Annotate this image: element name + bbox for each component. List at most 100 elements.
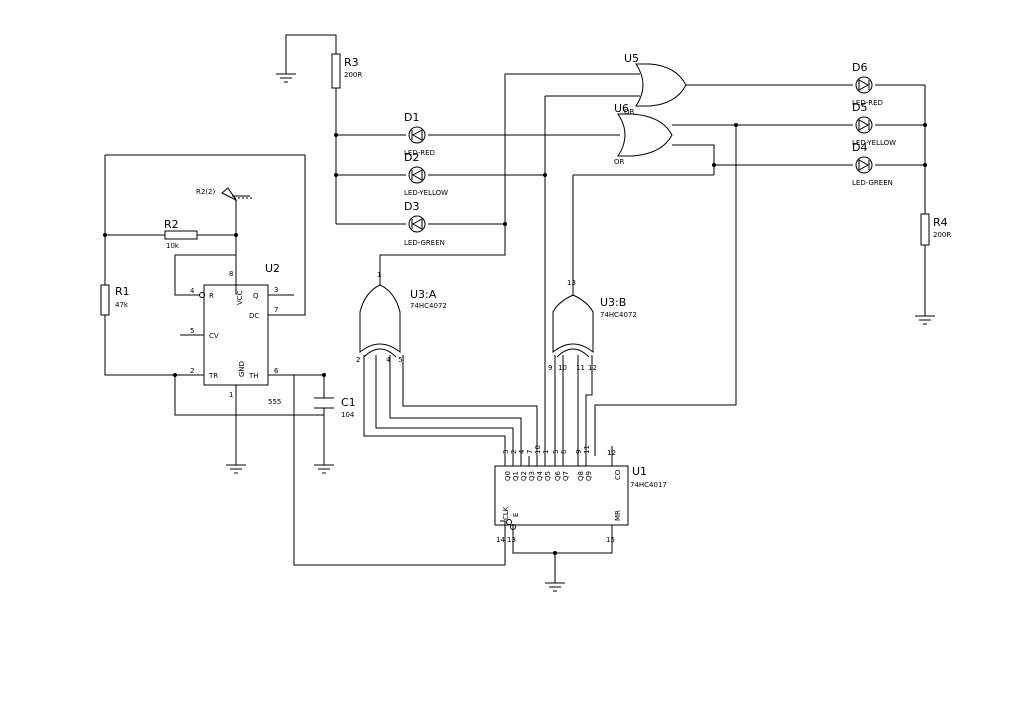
d6-ref: D6 [852,61,867,74]
u6-value: OR [614,158,625,166]
u2-pinnum-8: 8 [229,270,233,278]
resistor-r3[interactable]: R3 200R [331,53,362,89]
u2-pin-vcc: VCC [236,290,244,305]
d1-ref: D1 [404,111,419,124]
d5-ref: D5 [852,101,867,114]
u1-output-label: Q7 [562,471,570,481]
d6-value: LED-RED [852,99,883,107]
u2-pin-th: TH [248,372,259,380]
ic-u2-555[interactable]: U2 555 R VCC Q DC CV TR GND TH 4 8 3 7 5… [180,262,294,406]
u2-pinnum-7: 7 [274,306,278,314]
d3-value: LED-GREEN [404,239,445,247]
u3b-pin-in4: 12 [588,364,597,372]
u3b-pin-out: 13 [567,279,576,287]
u2-pin-q: Q [253,292,259,300]
u1-value: 74HC4017 [630,481,667,489]
u3a-pin-in3: 4 [386,356,391,364]
u1-output-pin-number: 3 [502,450,510,454]
u3a-pin-in1: 2 [356,356,360,364]
u3b-ref: U3:B [600,296,626,309]
u1-output-pin-number: 6 [560,449,568,454]
ground-r3 [276,73,296,83]
u1-output-pin-number: 11 [583,445,591,454]
r2-value: 10k [166,242,180,250]
ground-r4 [915,315,935,325]
resistor-r4[interactable]: R4 200R [920,213,951,246]
ic-u1-4017[interactable]: U1 74HC4017 Q03Q12Q24Q37Q410Q51Q65Q76Q89… [494,445,667,544]
u1-e-label: E [512,513,520,517]
wires [104,34,926,583]
led-d1[interactable]: D1 LED-RED [404,111,435,157]
u2-pin-cv: CV [209,332,219,340]
r3-ref: R3 [344,56,359,69]
u1-output-label: Q4 [536,470,544,481]
u2-pin-r: R [209,292,214,300]
u3b-value: 74HC4072 [600,311,637,319]
u3b-pin-in2: 10 [558,364,567,372]
u1-co-label: CO [614,469,622,480]
u2-ref: U2 [265,262,280,275]
led-d4[interactable]: D4 LED-GREEN [852,141,893,187]
u1-output-pin-number: 4 [518,449,526,454]
led-d2[interactable]: D2 LED-YELLOW [404,151,448,197]
r4-value: 200R [933,231,951,239]
voltage-probe[interactable]: R2(2) [196,187,252,202]
ground-symbols [226,73,935,592]
u1-clk-label: CLK [502,506,510,520]
resistor-r2[interactable]: R2 10k [164,218,198,250]
u1-mr-label: MR [614,510,622,521]
u2-value: 555 [268,398,281,406]
u3a-pin-out: 1 [377,271,381,279]
u1-mr-pin: 15 [606,536,615,544]
u5-ref: U5 [624,52,639,65]
u2-pin-gnd: GND [238,361,246,377]
u1-output-label: Q3 [528,471,536,481]
u1-output-pin-number: 9 [575,450,583,454]
capacitor-c1[interactable]: C1 104 [314,396,356,419]
u1-clk-pin: 14 [496,536,505,544]
ground-u1 [545,582,565,592]
ground-c1 [314,464,334,474]
ground-555 [226,464,246,474]
junctions [103,123,927,555]
u2-pinnum-2: 2 [190,367,194,375]
led-d3[interactable]: D3 LED-GREEN [404,200,445,247]
u2-pinnum-6: 6 [274,367,279,375]
d2-ref: D2 [404,151,419,164]
or-gate-u3a[interactable]: U3:A 74HC4072 1 2 4 5 [356,271,447,364]
d5-value: LED-YELLOW [852,139,896,147]
u2-pinnum-3: 3 [274,286,278,294]
or-gate-u5[interactable]: U5 OR [624,52,687,116]
u1-ref: U1 [632,465,647,478]
u2-pinnum-5: 5 [190,327,194,335]
d3-ref: D3 [404,200,419,213]
led-d6[interactable]: D6 LED-RED [852,61,883,107]
r3-value: 200R [344,71,362,79]
r2-ref: R2 [164,218,179,231]
u1-output-pin-number: 1 [542,450,550,454]
u6-ref: U6 [614,102,629,115]
u1-e-pin: 13 [507,536,516,544]
c1-value: 104 [341,411,355,419]
u5-value: OR [624,108,635,116]
d4-value: LED-GREEN [852,179,893,187]
or-gate-u3b[interactable]: U3:B 74HC4072 13 9 10 11 12 [548,279,637,372]
u1-output-label: Q8 [577,471,585,481]
r4-ref: R4 [933,216,948,229]
u2-pinnum-4: 4 [190,287,195,295]
u1-output-pin-number: 2 [510,450,518,454]
u2-pin-dc: DC [249,312,259,320]
r1-ref: R1 [115,285,130,298]
led-d5[interactable]: D5 LED-YELLOW [852,101,896,147]
u3b-pin-in1: 9 [548,364,552,372]
u1-output-label: Q0 [504,471,512,481]
c1-ref: C1 [341,396,356,409]
d2-value: LED-YELLOW [404,189,448,197]
r1-value: 47k [115,301,129,309]
u1-output-label: Q9 [585,471,593,481]
u1-output-pin-number: 5 [552,450,560,454]
or-gate-u6[interactable]: U6 OR [614,102,673,166]
resistor-r1[interactable]: R1 47k [100,284,130,316]
